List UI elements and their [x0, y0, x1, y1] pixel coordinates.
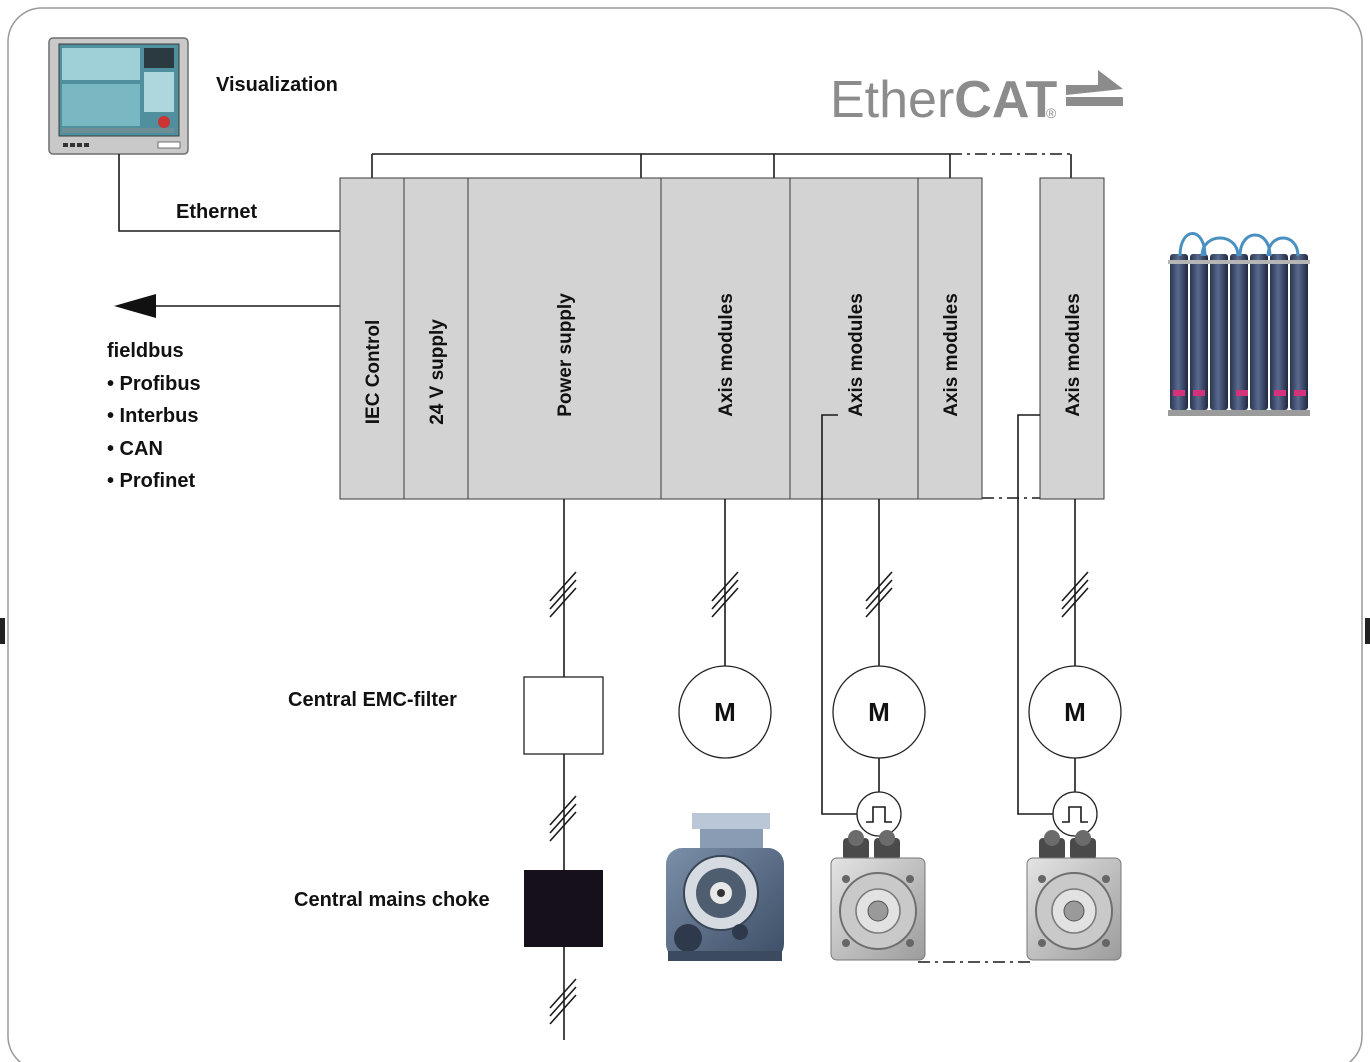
logo-arrow-icon — [1066, 70, 1123, 95]
mains-choke-label: Central mains choke — [294, 889, 490, 911]
module-24v-supply — [403, 177, 469, 500]
motor-symbol-3-label: M — [1064, 697, 1086, 727]
fieldbus-item-profinet: • Profinet — [107, 470, 195, 492]
logo-cat-text: CAT — [954, 71, 1057, 129]
module-iec-control — [339, 177, 405, 500]
pulse-icon — [1062, 806, 1088, 823]
motor-symbol-2-label: M — [868, 697, 890, 727]
fieldbus-item-can: • CAN — [107, 438, 163, 460]
emc-filter-box — [523, 676, 604, 755]
diagram-frame — [7, 7, 1363, 1062]
three-phase-mark — [1061, 571, 1089, 618]
svg-text:EtherCAT: EtherCAT — [830, 71, 1058, 129]
module-label-24v-supply: 24 V supply — [427, 319, 448, 425]
three-phase-mark — [549, 795, 577, 842]
mains-choke-box — [524, 870, 603, 947]
fieldbus-arrow-icon — [114, 294, 156, 318]
module-label-axis-4: Axis modules — [1063, 293, 1084, 417]
encoder-symbol-2 — [856, 791, 902, 837]
module-label-axis-1: Axis modules — [716, 293, 737, 417]
module-label-power-supply: Power supply — [555, 293, 576, 417]
three-phase-mark — [711, 571, 739, 618]
module-axis-1 — [660, 177, 791, 500]
encoder-feedback-line-2 — [821, 414, 857, 815]
module-rack — [339, 177, 1105, 500]
frame-edge-mark-left — [0, 618, 5, 644]
logo-arrow-bar — [1066, 97, 1123, 106]
logo-ether-text: Ether — [830, 71, 954, 129]
capacitor-bank-icon — [1168, 232, 1310, 416]
fieldbus-item-profibus: • Profibus — [107, 373, 201, 395]
servo-motor-icon — [1026, 830, 1122, 961]
motor-symbol-1-label: M — [714, 697, 736, 727]
motor-symbol-1 — [678, 665, 772, 759]
ethernet-line — [118, 154, 340, 232]
module-axis-3 — [917, 177, 983, 500]
geared-motor-icon — [666, 813, 784, 961]
servo-motor-icon — [830, 830, 926, 961]
module-label-axis-3: Axis modules — [941, 293, 962, 417]
ethercat-logo: EtherCAT ® — [830, 70, 1123, 129]
fieldbus-title: fieldbus — [107, 340, 184, 362]
encoder-symbol-3 — [1052, 791, 1098, 837]
encoder-feedback-line-3 — [1017, 414, 1053, 815]
module-power-supply — [467, 177, 662, 500]
module-label-axis-2: Axis modules — [846, 293, 867, 417]
three-phase-mark — [549, 978, 577, 1025]
module-axis-4 — [1039, 177, 1105, 500]
logo-registered-mark: ® — [1046, 105, 1057, 121]
emc-filter-label: Central EMC-filter — [288, 689, 457, 711]
visualization-label: Visualization — [216, 74, 338, 96]
fieldbus-item-interbus: • Interbus — [107, 405, 198, 427]
ethernet-label: Ethernet — [176, 201, 257, 223]
frame-edge-mark-right — [1365, 618, 1370, 644]
module-label-iec-control: IEC Control — [363, 320, 384, 425]
module-axis-2 — [789, 177, 919, 500]
pulse-icon — [866, 806, 892, 823]
visualization-monitor-icon — [48, 37, 189, 155]
three-phase-mark — [549, 571, 577, 618]
three-phase-mark — [865, 571, 893, 618]
